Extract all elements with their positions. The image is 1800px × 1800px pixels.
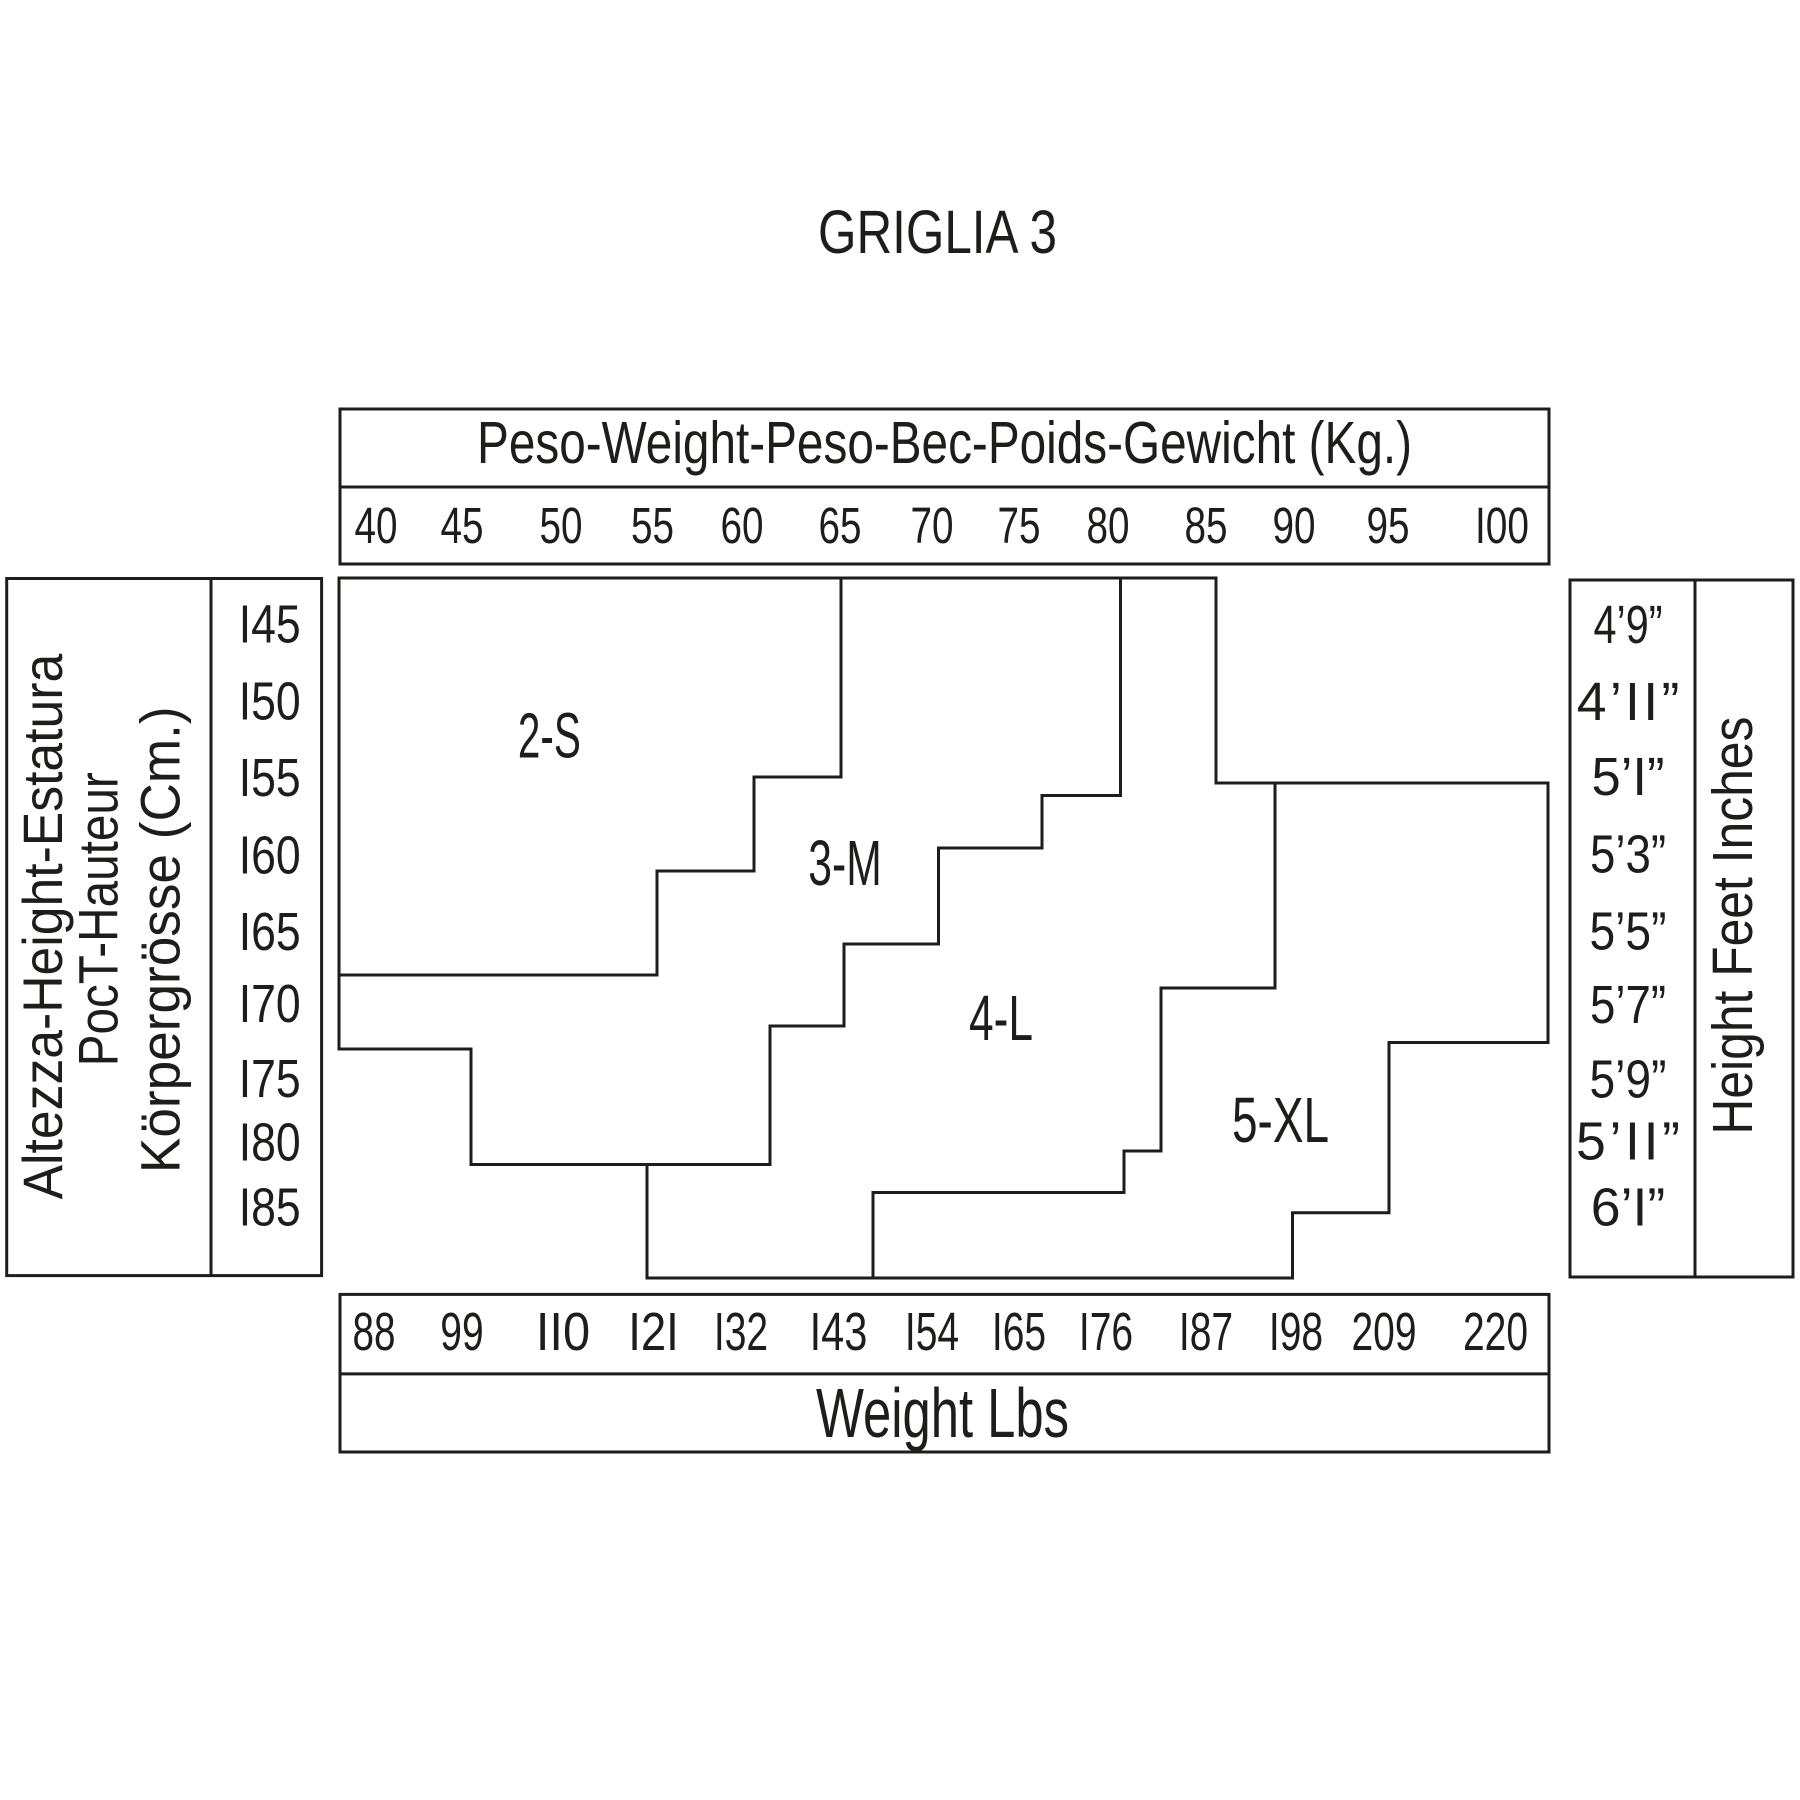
svg-text:70: 70 — [911, 497, 954, 554]
svg-text:5’5”: 5’5” — [1590, 902, 1667, 962]
svg-text:4-L: 4-L — [969, 982, 1033, 1054]
svg-text:50: 50 — [540, 497, 583, 554]
svg-text:I00: I00 — [1475, 497, 1529, 554]
svg-text:Altezza-Height-Estatura: Altezza-Height-Estatura — [11, 653, 74, 1199]
svg-text:60: 60 — [721, 497, 764, 554]
svg-text:99: 99 — [440, 1302, 483, 1362]
svg-text:45: 45 — [441, 497, 484, 554]
svg-text:I54: I54 — [905, 1302, 959, 1362]
svg-text:I87: I87 — [1179, 1302, 1233, 1362]
svg-text:5’II”: 5’II” — [1576, 1112, 1680, 1172]
svg-text:Weight Lbs: Weight Lbs — [816, 1374, 1069, 1452]
svg-text:4’9”: 4’9” — [1594, 595, 1663, 655]
svg-text:I55: I55 — [239, 748, 301, 808]
svg-text:Height Feet Inches: Height Feet Inches — [1701, 717, 1765, 1135]
svg-text:I32: I32 — [714, 1302, 768, 1362]
svg-text:I80: I80 — [239, 1112, 301, 1172]
svg-text:I65: I65 — [239, 902, 301, 962]
svg-text:6’I”: 6’I” — [1591, 1178, 1665, 1238]
svg-text:I45: I45 — [239, 595, 301, 655]
svg-text:209: 209 — [1352, 1302, 1417, 1362]
svg-text:PocT-Hauteur: PocT-Hauteur — [66, 772, 129, 1066]
svg-text:I70: I70 — [239, 974, 301, 1034]
svg-text:I75: I75 — [239, 1049, 301, 1109]
svg-text:II0: II0 — [536, 1302, 590, 1362]
svg-text:5’I”: 5’I” — [1592, 747, 1665, 807]
svg-text:I76: I76 — [1079, 1302, 1133, 1362]
svg-text:5’9”: 5’9” — [1590, 1049, 1667, 1109]
svg-text:I98: I98 — [1269, 1302, 1323, 1362]
svg-text:I50: I50 — [239, 672, 301, 732]
svg-text:4’II”: 4’II” — [1577, 672, 1680, 732]
svg-text:80: 80 — [1087, 497, 1130, 554]
svg-text:Peso-Weight-Peso-Bec-Poids-Gew: Peso-Weight-Peso-Bec-Poids-Gewicht (Kg.) — [477, 410, 1412, 476]
svg-text:3-M: 3-M — [808, 827, 881, 899]
svg-text:I65: I65 — [992, 1302, 1046, 1362]
svg-text:95: 95 — [1367, 497, 1410, 554]
svg-text:75: 75 — [998, 497, 1041, 554]
svg-text:5’7”: 5’7” — [1590, 975, 1666, 1035]
svg-text:220: 220 — [1463, 1302, 1528, 1362]
svg-text:Körpergrösse (Cm.): Körpergrösse (Cm.) — [129, 706, 192, 1173]
svg-text:I85: I85 — [239, 1178, 301, 1238]
svg-text:65: 65 — [819, 497, 862, 554]
svg-text:88: 88 — [353, 1302, 396, 1362]
svg-text:I43: I43 — [810, 1302, 868, 1362]
svg-text:85: 85 — [1185, 497, 1228, 554]
svg-text:40: 40 — [355, 497, 398, 554]
svg-text:5-XL: 5-XL — [1232, 1084, 1329, 1156]
svg-text:GRIGLIA 3: GRIGLIA 3 — [818, 198, 1057, 267]
svg-text:90: 90 — [1273, 497, 1316, 554]
svg-text:55: 55 — [631, 497, 674, 554]
svg-text:5’3”: 5’3” — [1590, 825, 1666, 885]
svg-text:2-S: 2-S — [518, 699, 581, 771]
svg-text:I60: I60 — [239, 826, 301, 886]
svg-text:I2I: I2I — [628, 1302, 679, 1362]
